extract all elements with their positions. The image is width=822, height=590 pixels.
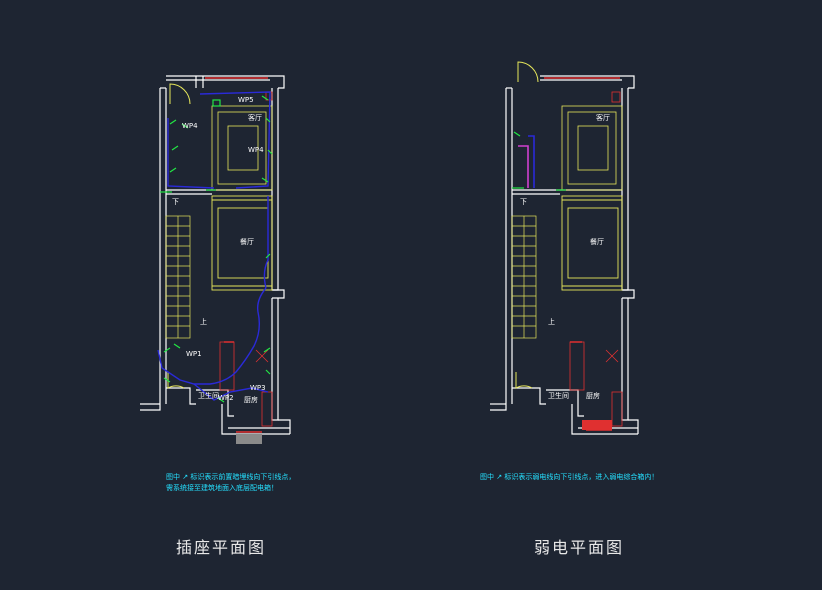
right-note: 图中 ↗ 标识表示弱电线向下引线点，进入弱电综合箱内！ [480, 472, 658, 483]
right-living-furniture [561, 91, 623, 191]
left-room-dining: 餐厅 [240, 237, 254, 246]
right-note-line1: 图中 ↗ 标识表示弱电线向下引线点，进入弱电综合箱内！ [480, 473, 659, 481]
socket-floor-plan: 客厅 餐厅 厨房 卫生间 下 上 WP5 WP4 WP4 WP1 WP2 WP3 [140, 75, 291, 444]
left-tag-wp4a: WP4 [182, 122, 198, 130]
left-note-line2: 需系统接至建筑地面入底层配电箱！ [166, 484, 278, 492]
left-tag-wp4b: WP4 [248, 146, 264, 154]
right-labels: 客厅 餐厅 厨房 卫生间 下 上 [520, 113, 610, 400]
right-room-kitchen: 厨房 [586, 391, 600, 400]
lowvoltage-floor-plan: 客厅 餐厅 厨房 卫生间 下 上 [490, 61, 639, 435]
left-living-furniture [211, 91, 273, 191]
left-tag-wp5: WP5 [238, 96, 254, 104]
right-outlets [512, 131, 566, 191]
right-dining-furniture [561, 195, 623, 291]
left-caption: 插座平面图 [176, 538, 267, 557]
left-room-kitchen: 厨房 [244, 395, 258, 404]
left-note: 图中 ↗ 标识表示前置暗埋线向下引线点， 需系统接至建筑地面入底层配电箱！ [166, 472, 295, 494]
right-caption: 弱电平面图 [534, 538, 625, 557]
left-windows [205, 77, 268, 433]
left-walls [140, 75, 291, 435]
left-room-living: 客厅 [248, 113, 262, 122]
right-room-bath: 卫生间 [548, 391, 569, 400]
right-door [515, 61, 539, 389]
right-windows [544, 77, 620, 431]
right-room-dining: 餐厅 [590, 237, 604, 246]
right-stair-up: 上 [548, 317, 555, 326]
left-labels: 客厅 餐厅 厨房 卫生间 下 上 WP5 WP4 WP4 WP1 WP2 WP3 [172, 96, 266, 404]
right-room-living: 客厅 [596, 113, 610, 122]
left-stairs [165, 215, 191, 339]
left-tag-wp1: WP1 [186, 350, 202, 358]
left-tag-wp3: WP3 [250, 384, 266, 392]
left-stair-up: 上 [200, 317, 207, 326]
left-wiring [157, 91, 271, 401]
left-threshold [236, 434, 262, 444]
left-stair-down: 下 [172, 198, 179, 206]
left-room-bath: 卫生间 [198, 391, 219, 400]
right-stair-down: 下 [520, 198, 527, 206]
left-note-line1: 图中 ↗ 标识表示前置暗埋线向下引线点， [166, 473, 296, 481]
left-tag-wp2: WP2 [218, 394, 234, 402]
right-wiring [518, 135, 535, 188]
left-door [167, 83, 191, 389]
left-outlets [160, 95, 273, 403]
right-stairs [511, 215, 537, 339]
right-kitchen-furniture [569, 341, 623, 430]
